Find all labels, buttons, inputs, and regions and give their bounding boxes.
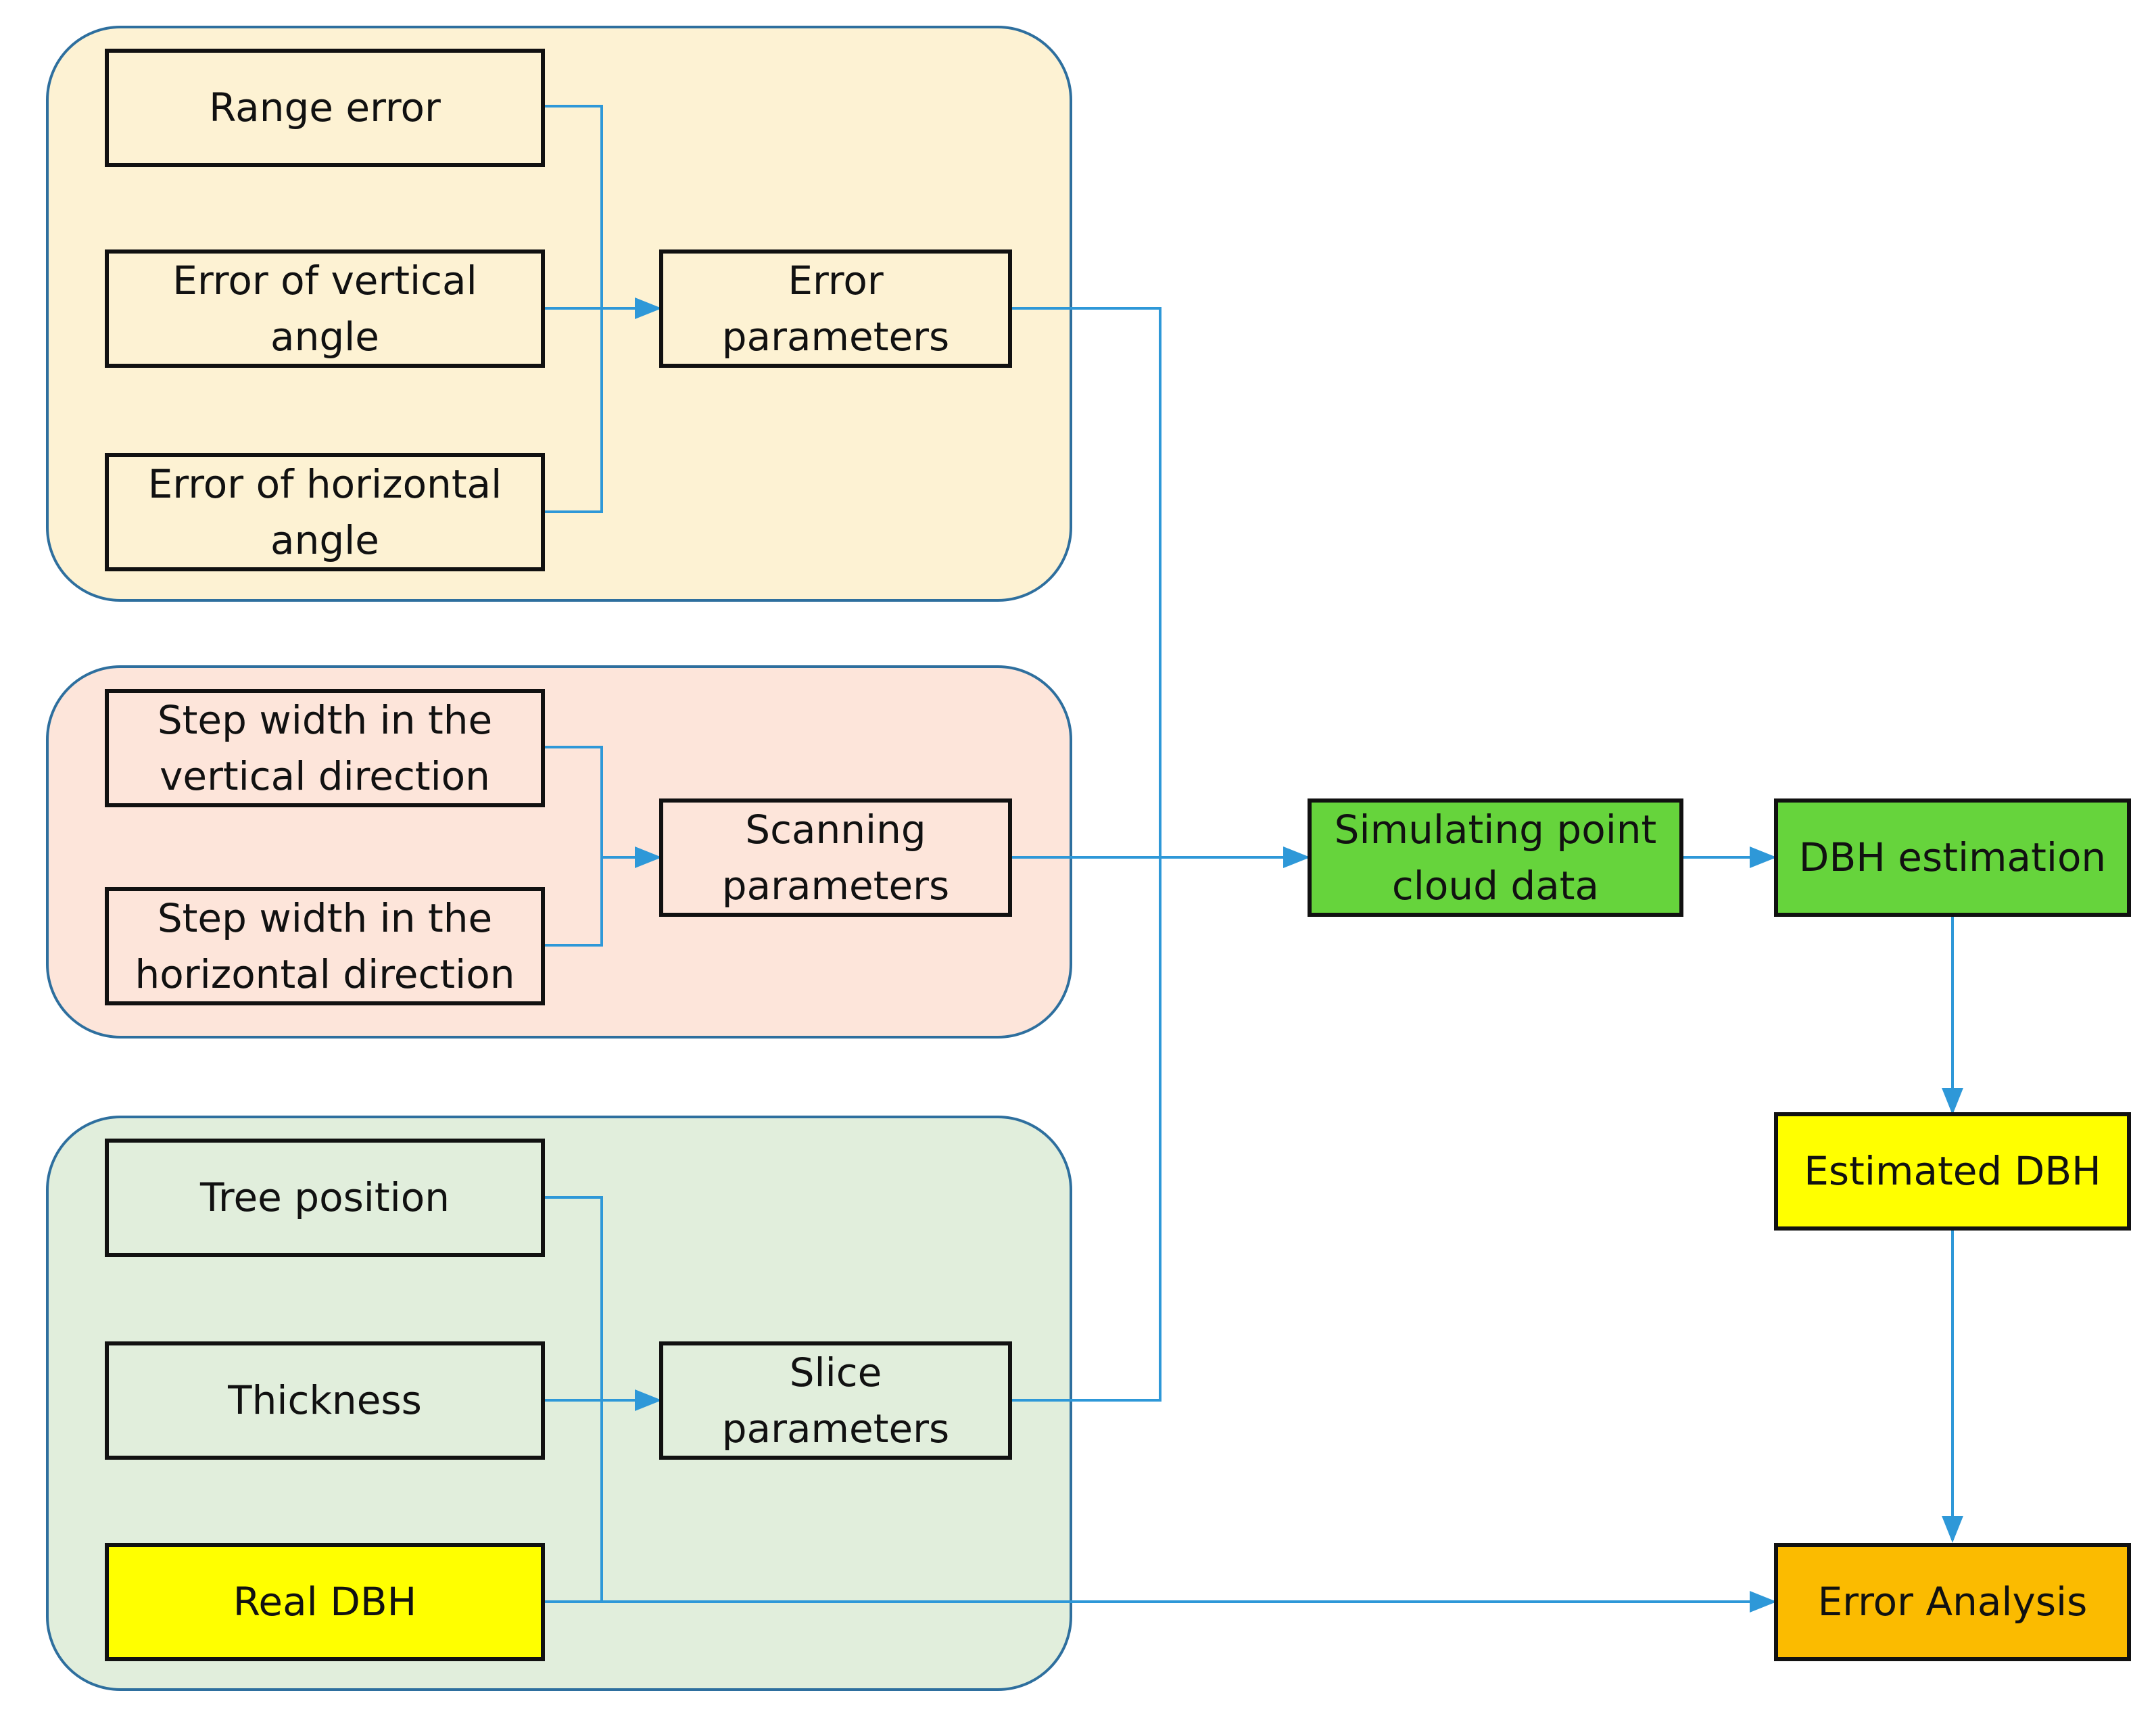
thickness-node: Thickness <box>105 1341 545 1460</box>
tree-position-label: Tree position <box>199 1174 450 1221</box>
slice-parameters-label: Slice parameters <box>721 1349 950 1452</box>
horizontal-angle-error-node: Error of horizontal angle <box>105 453 545 571</box>
error-analysis-node: Error Analysis <box>1774 1543 2131 1661</box>
estimated-dbh-node: Estimated DBH <box>1774 1112 2131 1231</box>
vertical-angle-error-node: Error of vertical angle <box>105 249 545 368</box>
horizontal-angle-error-label: Error of horizontal angle <box>147 460 502 563</box>
range-error-node: Range error <box>105 49 545 167</box>
estimated-dbh-label: Estimated DBH <box>1804 1148 2101 1195</box>
error-analysis-label: Error Analysis <box>1817 1579 2088 1625</box>
wire-tree-position <box>545 1196 603 1602</box>
step-horizontal-node: Step width in the horizontal direction <box>105 887 545 1005</box>
wire-step-vertical <box>545 746 603 947</box>
slice-parameters-node: Slice parameters <box>659 1341 1012 1460</box>
error-parameters-label: Error parameters <box>721 257 950 360</box>
thickness-label: Thickness <box>228 1377 422 1424</box>
tree-position-node: Tree position <box>105 1139 545 1257</box>
error-parameters-group <box>46 26 1072 602</box>
step-horizontal-label: Step width in the horizontal direction <box>135 894 515 997</box>
scanning-parameters-label: Scanning parameters <box>721 806 950 909</box>
range-error-label: Range error <box>209 85 441 131</box>
simulating-point-cloud-label: Simulating point cloud data <box>1334 806 1657 909</box>
simulating-point-cloud-node: Simulating point cloud data <box>1308 798 1683 917</box>
step-vertical-node: Step width in the vertical direction <box>105 689 545 807</box>
scanning-parameters-group <box>46 665 1072 1039</box>
dbh-estimation-node: DBH estimation <box>1774 798 2131 917</box>
step-vertical-label: Step width in the vertical direction <box>157 696 493 799</box>
scanning-parameters-node: Scanning parameters <box>659 798 1012 917</box>
error-parameters-node: Error parameters <box>659 249 1012 368</box>
wire-error-parameters-out <box>1012 307 1161 1402</box>
real-dbh-node: Real DBH <box>105 1543 545 1661</box>
dbh-estimation-label: DBH estimation <box>1798 834 2107 881</box>
real-dbh-label: Real DBH <box>233 1579 417 1625</box>
vertical-angle-error-label: Error of vertical angle <box>172 257 477 360</box>
